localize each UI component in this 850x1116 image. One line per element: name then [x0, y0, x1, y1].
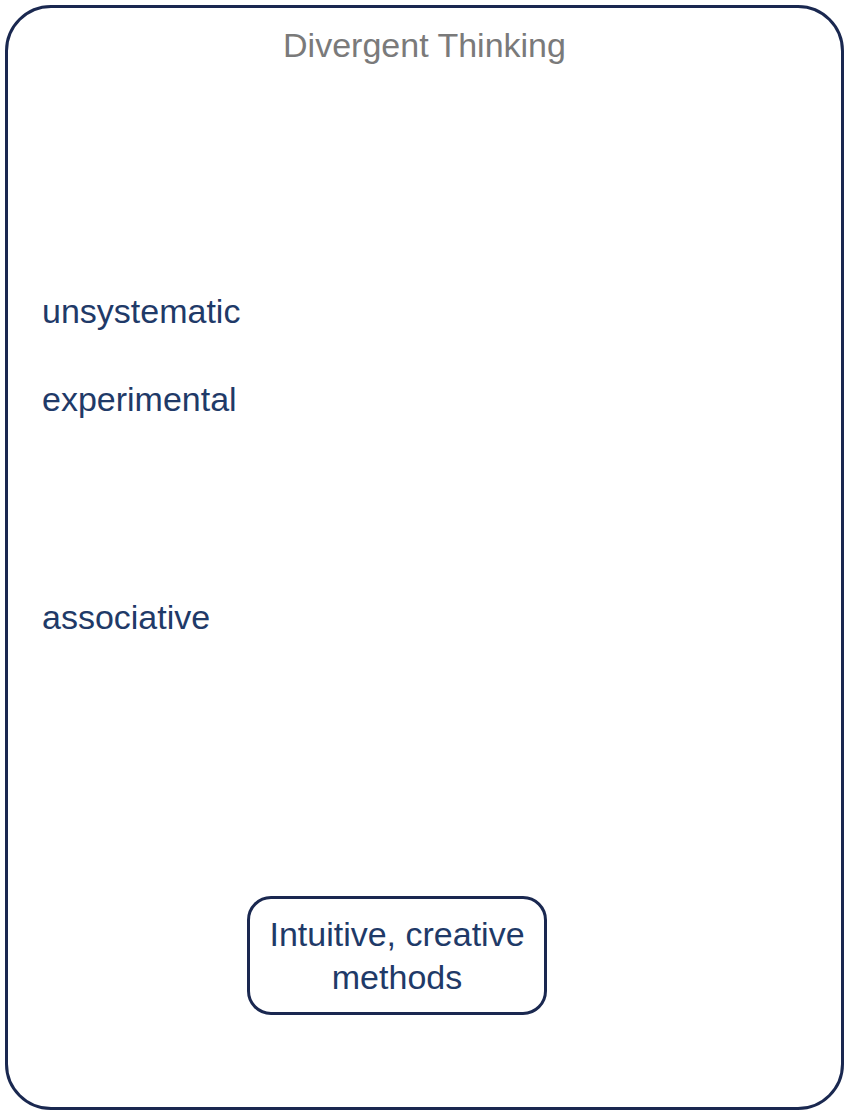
box-text: Intuitive, creative methods: [264, 913, 530, 998]
method-box: Intuitive, creative methods: [247, 896, 547, 1015]
side-label: experimental: [42, 380, 237, 419]
side-label: associative: [42, 598, 210, 637]
panel-frame: Divergent ThinkingIntuitive, creative me…: [5, 5, 844, 1110]
panel-title: Divergent Thinking: [8, 24, 841, 67]
side-label: unsystematic: [42, 292, 240, 331]
